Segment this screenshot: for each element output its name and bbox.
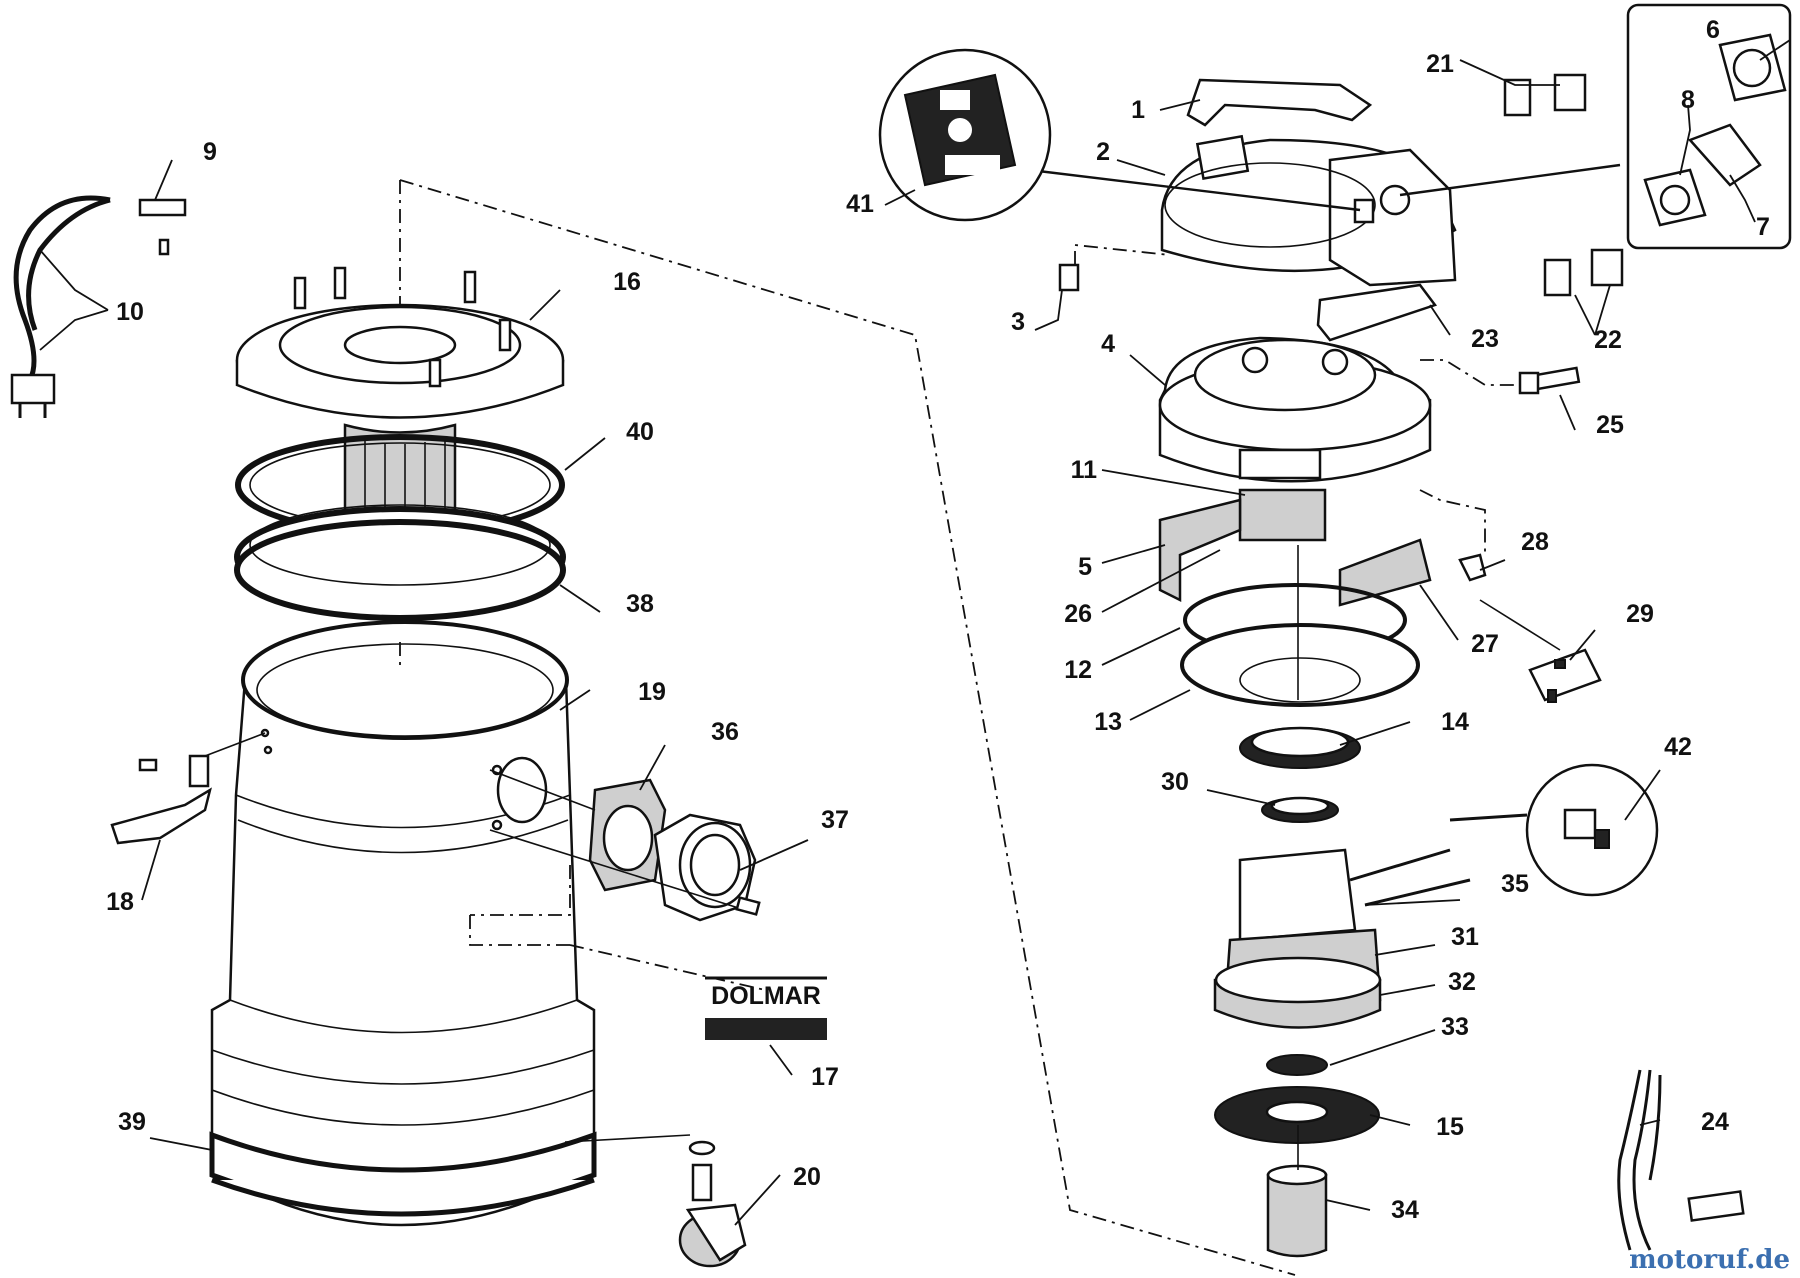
assembly-dash-line	[399, 179, 1296, 1276]
plug-cable-icon	[10, 195, 187, 418]
callout-4: 4	[1101, 330, 1115, 358]
callout-38: 38	[626, 590, 654, 618]
callout-35: 35	[1501, 870, 1529, 898]
callout-33: 33	[1441, 1013, 1469, 1041]
part-34-filter	[1266, 1164, 1328, 1258]
callout-16: 16	[613, 268, 641, 296]
callout-37: 37	[821, 806, 849, 834]
part-27-segment	[1338, 538, 1432, 607]
part-24-wire-harness	[1617, 1069, 1745, 1251]
part-17-brand-label: DOLMAR	[569, 944, 827, 1040]
callout-23: 23	[1471, 325, 1499, 353]
callout-36: 36	[711, 718, 739, 746]
switch-icon	[1503, 73, 1624, 297]
leader-lines	[39, 39, 1791, 1226]
watermark-text: motoruf.de	[1629, 1245, 1790, 1275]
part-15-base-plate	[1214, 1086, 1380, 1144]
callout-29: 29	[1626, 600, 1654, 628]
callout-20: 20	[793, 1163, 821, 1191]
part-19-tank	[209, 620, 597, 1227]
callout-18: 18	[106, 888, 134, 916]
part-23-bracket	[1316, 283, 1438, 342]
part-33-washer	[1266, 1054, 1328, 1076]
part-14-seal	[1239, 726, 1361, 769]
callout-15: 15	[1436, 1113, 1464, 1141]
part-18-handle-clip	[110, 732, 266, 845]
part-3-clip	[1058, 263, 1080, 292]
part-32-fan-ring	[1213, 956, 1382, 1029]
part-28-clamp	[1458, 553, 1487, 582]
circuit-board-icon	[1479, 599, 1602, 703]
callout-27: 27	[1471, 630, 1499, 658]
callout-14: 14	[1441, 708, 1469, 736]
part-16-filter-holder	[235, 266, 565, 522]
callout-12: 12	[1064, 656, 1092, 684]
callout-3: 3	[1011, 308, 1025, 336]
callout-34: 34	[1391, 1196, 1419, 1224]
callout-39: 39	[118, 1108, 146, 1136]
callout-25: 25	[1596, 411, 1624, 439]
callout-17: 17	[811, 1063, 839, 1091]
brand-label-text: DOLMAR	[711, 982, 821, 1010]
part-36-gasket	[588, 778, 667, 892]
part-25-screw	[1420, 359, 1581, 395]
part-5-26-segment	[1158, 498, 1242, 603]
right-motor-assembly	[878, 3, 1792, 1258]
callout-10: 10	[116, 298, 144, 326]
callout-21: 21	[1426, 50, 1454, 78]
left-tank-assembly	[10, 179, 1296, 1276]
part-2-cover	[1029, 134, 1621, 287]
callout-28: 28	[1521, 528, 1549, 556]
callout-41: 41	[846, 190, 874, 218]
carbon-brush-icon	[1449, 763, 1659, 897]
callout-30: 30	[1161, 768, 1189, 796]
callout-numbers: 1 2 3 4 5 6 7 8 9 10 11 12 13 14 15 16 1…	[106, 16, 1770, 1224]
part-11-filter	[1238, 488, 1327, 542]
callout-32: 32	[1448, 968, 1476, 996]
part-30-bearing	[1261, 796, 1339, 823]
part-6-7-8-detail-box	[1626, 3, 1792, 250]
part-41-label-detail	[878, 48, 1052, 222]
callout-9: 9	[203, 138, 217, 166]
callout-6: 6	[1706, 16, 1720, 44]
callout-8: 8	[1681, 86, 1695, 114]
callout-26: 26	[1064, 600, 1092, 628]
callout-1: 1	[1131, 96, 1145, 124]
callout-7: 7	[1756, 213, 1770, 241]
part-38-seal	[234, 504, 566, 621]
callout-22: 22	[1594, 326, 1622, 354]
part-1-handle	[1186, 78, 1373, 127]
callout-19: 19	[638, 678, 666, 706]
part-13-ring	[1180, 623, 1420, 707]
callout-31: 31	[1451, 923, 1479, 951]
callout-42: 42	[1664, 733, 1692, 761]
callout-2: 2	[1096, 138, 1110, 166]
callout-24: 24	[1701, 1108, 1729, 1136]
callout-13: 13	[1094, 708, 1122, 736]
callout-11: 11	[1071, 456, 1098, 484]
callout-40: 40	[626, 418, 654, 446]
caster-wheel-icon	[564, 1134, 747, 1268]
callout-5: 5	[1078, 553, 1092, 581]
part-4-motor-housing	[1158, 336, 1432, 483]
